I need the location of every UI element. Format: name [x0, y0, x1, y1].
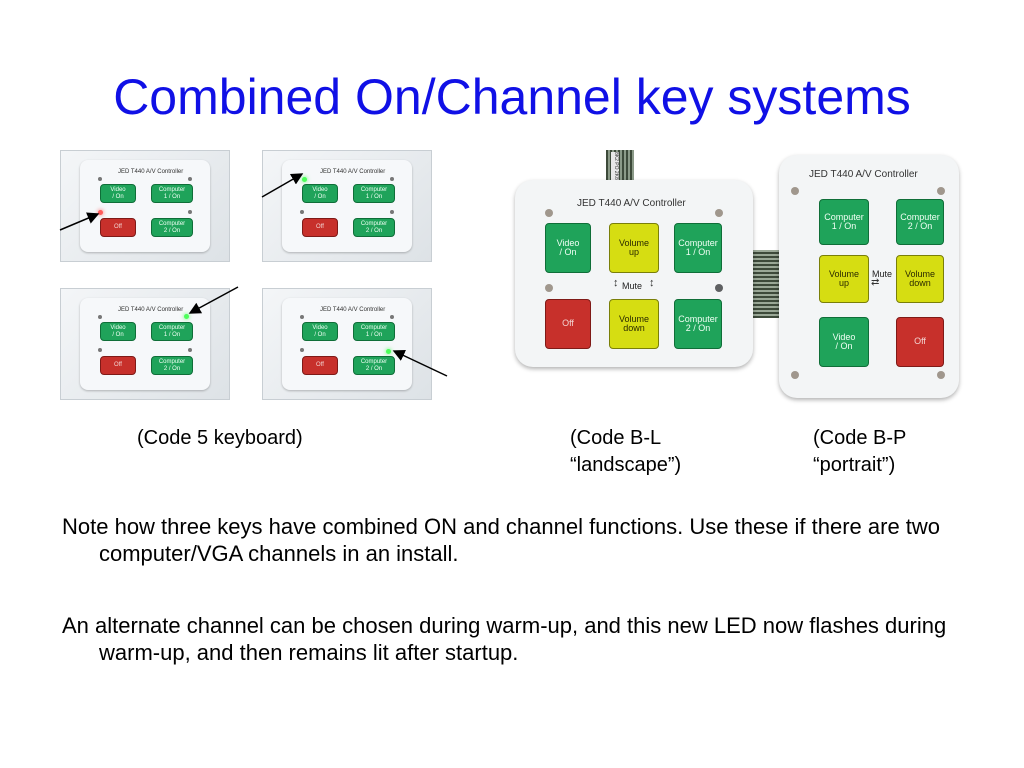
caption-code5: (Code 5 keyboard) [137, 427, 303, 449]
off-key[interactable]: Off [302, 356, 338, 375]
led [791, 371, 799, 379]
computer2-on-key[interactable]: Computer 2 / On [151, 356, 193, 375]
video-on-key[interactable]: Video / On [819, 317, 869, 367]
led [545, 209, 553, 217]
video-on-key[interactable]: Video / On [100, 184, 136, 203]
controller-card: JED T440 A/V Controller Video / On Compu… [80, 160, 210, 252]
led [545, 284, 553, 292]
computer2-on-key[interactable]: Computer 2 / On [353, 356, 395, 375]
led [390, 177, 394, 181]
computer2-on-key[interactable]: Computer 2 / On [674, 299, 722, 349]
code5-photo-bottom-right: JED T440 A/V Controller Video / On Compu… [262, 288, 432, 400]
led [300, 210, 304, 214]
led [715, 209, 723, 217]
off-key[interactable]: Off [100, 356, 136, 375]
arrow-to-green-led-computer1 [188, 286, 239, 314]
led-lit-red [98, 210, 103, 215]
led [937, 187, 945, 195]
controller-header: JED T440 A/V Controller [320, 169, 386, 175]
arrow-to-green-led-video [261, 173, 304, 198]
ribbon-cable-middle [750, 250, 782, 318]
controller-header: JED T440 A/V Controller [118, 307, 184, 313]
caption-code-bp: (Code B-P “portrait”) [813, 427, 907, 476]
arrow-to-green-led-computer2 [392, 350, 448, 377]
computer1-on-key[interactable]: Computer 1 / On [353, 322, 395, 341]
code-bl-landscape-panel: JED T440 A/V Controller Video / On Volum… [515, 180, 753, 367]
code5-photo-top-right: JED T440 A/V Controller Video / On Compu… [262, 150, 432, 262]
volume-up-key[interactable]: Volume up [609, 223, 659, 273]
computer1-on-key[interactable]: Computer 1 / On [819, 199, 869, 245]
computer2-on-key[interactable]: Computer 2 / On [896, 199, 944, 245]
caption-code-bl: (Code B-L “landscape”) [570, 427, 682, 476]
led-lit-green [184, 314, 189, 319]
mute-label: Mute [622, 281, 643, 291]
controller-card: JED T440 A/V Controller Video / On Compu… [80, 298, 210, 390]
arrow-to-red-led [59, 212, 100, 231]
mute-arrows: ⇄ [871, 277, 880, 288]
controller-header: JED T440 A/V Controller [320, 307, 386, 313]
computer2-on-key[interactable]: Computer 2 / On [353, 218, 395, 237]
mute-arrows: ↕ [613, 277, 619, 289]
ribbon-label: 8K2 PO 2K8 OC [611, 152, 619, 192]
video-on-key[interactable]: Video / On [302, 184, 338, 203]
volume-up-key[interactable]: Volume up [819, 255, 869, 303]
off-key[interactable]: Off [100, 218, 136, 237]
mute-arrows-right: ↕ [649, 277, 655, 289]
slide-title: Combined On/Channel key systems [113, 69, 911, 125]
controller-header: JED T440 A/V Controller [577, 198, 686, 209]
note-paragraph: An alternate channel can be chosen durin… [62, 613, 947, 665]
led [791, 187, 799, 195]
led [390, 210, 394, 214]
volume-down-key[interactable]: Volume down [609, 299, 659, 349]
computer1-on-key[interactable]: Computer 1 / On [151, 184, 193, 203]
note-paragraph: Note how three keys have combined ON and… [62, 514, 941, 566]
code-bp-portrait-panel: JED T440 A/V Controller Computer 1 / On … [779, 155, 959, 398]
led [188, 210, 192, 214]
video-on-key[interactable]: Video / On [302, 322, 338, 341]
led [390, 315, 394, 319]
off-key[interactable]: Off [545, 299, 591, 349]
computer1-on-key[interactable]: Computer 1 / On [353, 184, 395, 203]
volume-down-key[interactable]: Volume down [896, 255, 944, 303]
code5-photo-top-left: JED T440 A/V Controller Video / On Compu… [60, 150, 230, 262]
led-lit-grey [715, 284, 723, 292]
controller-card: JED T440 A/V Controller Video / On Compu… [282, 160, 412, 252]
led [300, 315, 304, 319]
led [188, 177, 192, 181]
led-lit-green [386, 349, 391, 354]
computer1-on-key[interactable]: Computer 1 / On [151, 322, 193, 341]
video-on-key[interactable]: Video / On [545, 223, 591, 273]
led [188, 348, 192, 352]
led [937, 371, 945, 379]
computer2-on-key[interactable]: Computer 2 / On [151, 218, 193, 237]
led [98, 177, 102, 181]
off-key[interactable]: Off [896, 317, 944, 367]
led [98, 315, 102, 319]
computer1-on-key[interactable]: Computer 1 / On [674, 223, 722, 273]
code5-photo-bottom-left: JED T440 A/V Controller Video / On Compu… [60, 288, 230, 400]
led [300, 348, 304, 352]
video-on-key[interactable]: Video / On [100, 322, 136, 341]
led [98, 348, 102, 352]
controller-header: JED T440 A/V Controller [809, 169, 918, 180]
led-lit-green [302, 177, 307, 182]
controller-card: JED T440 A/V Controller Video / On Compu… [282, 298, 412, 390]
controller-header: JED T440 A/V Controller [118, 169, 184, 175]
mute-label: Mute [872, 269, 893, 279]
off-key[interactable]: Off [302, 218, 338, 237]
